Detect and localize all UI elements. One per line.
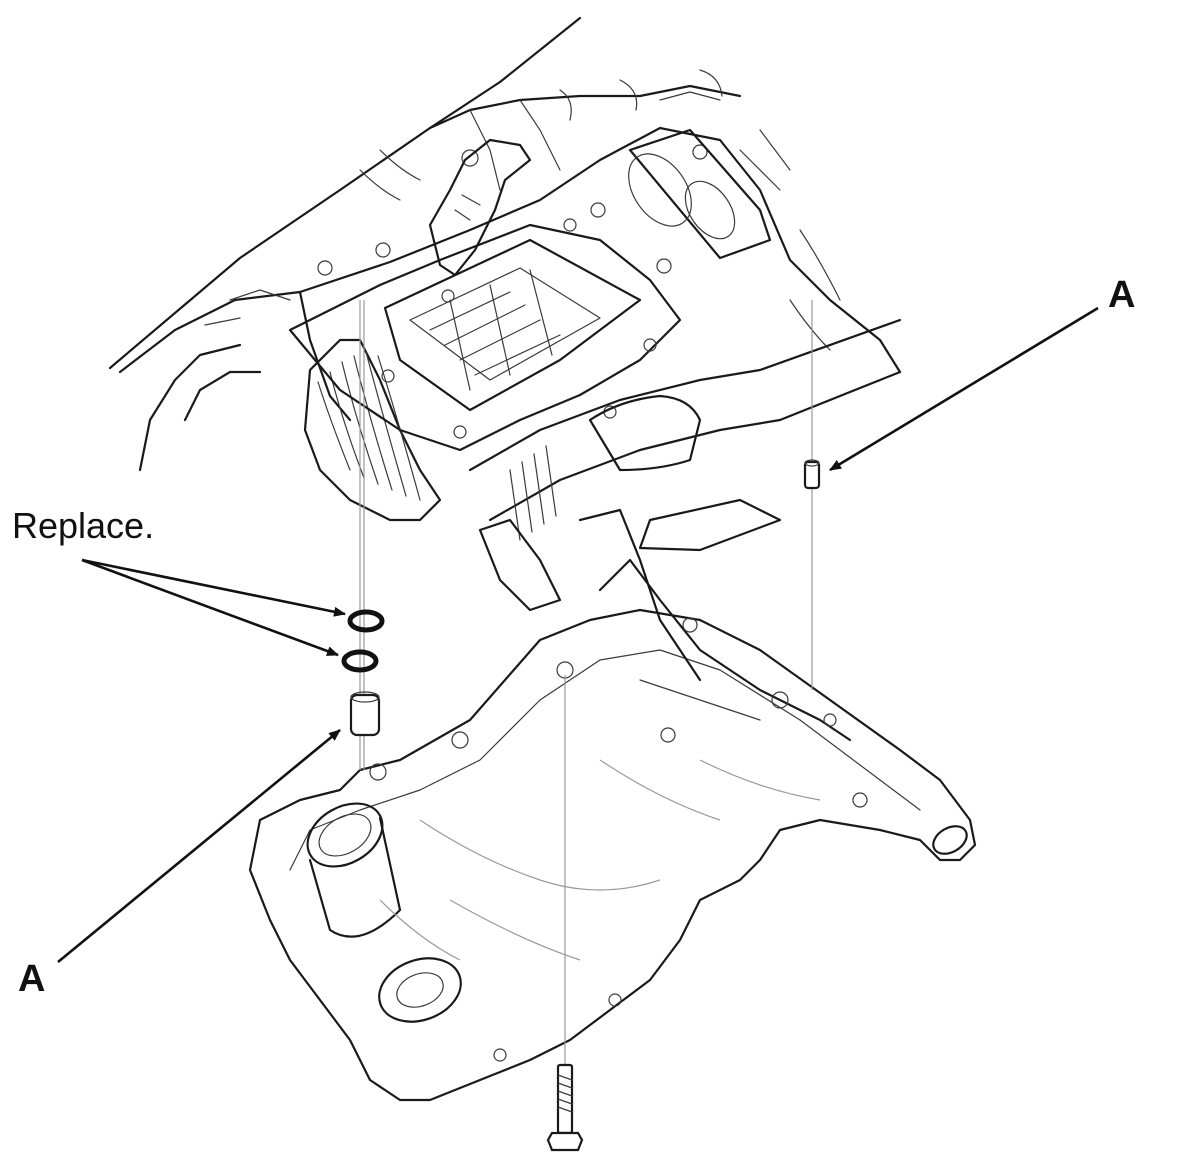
arrow-head-icon <box>57 728 341 964</box>
replace-note: Replace. <box>12 505 155 546</box>
o-ring-upper <box>347 609 385 633</box>
callout-label-a-upper: A <box>1108 274 1136 316</box>
oil-pan <box>248 508 977 1102</box>
dowel-pin-upper <box>803 459 821 490</box>
alignment-guides <box>359 300 813 1065</box>
leader-lines <box>57 306 1099 964</box>
o-ring-lower <box>341 649 379 673</box>
engine-block-upper <box>108 16 902 522</box>
arrow-head-icon <box>81 558 339 657</box>
mounting-bolt <box>546 1063 584 1152</box>
callout-label-a-lower: A <box>18 958 46 1000</box>
drive-shaft-and-boot <box>468 318 902 612</box>
arrow-head-icon <box>81 558 346 617</box>
arrow-head-icon <box>829 306 1099 472</box>
dowel-pin-lower <box>349 691 381 737</box>
